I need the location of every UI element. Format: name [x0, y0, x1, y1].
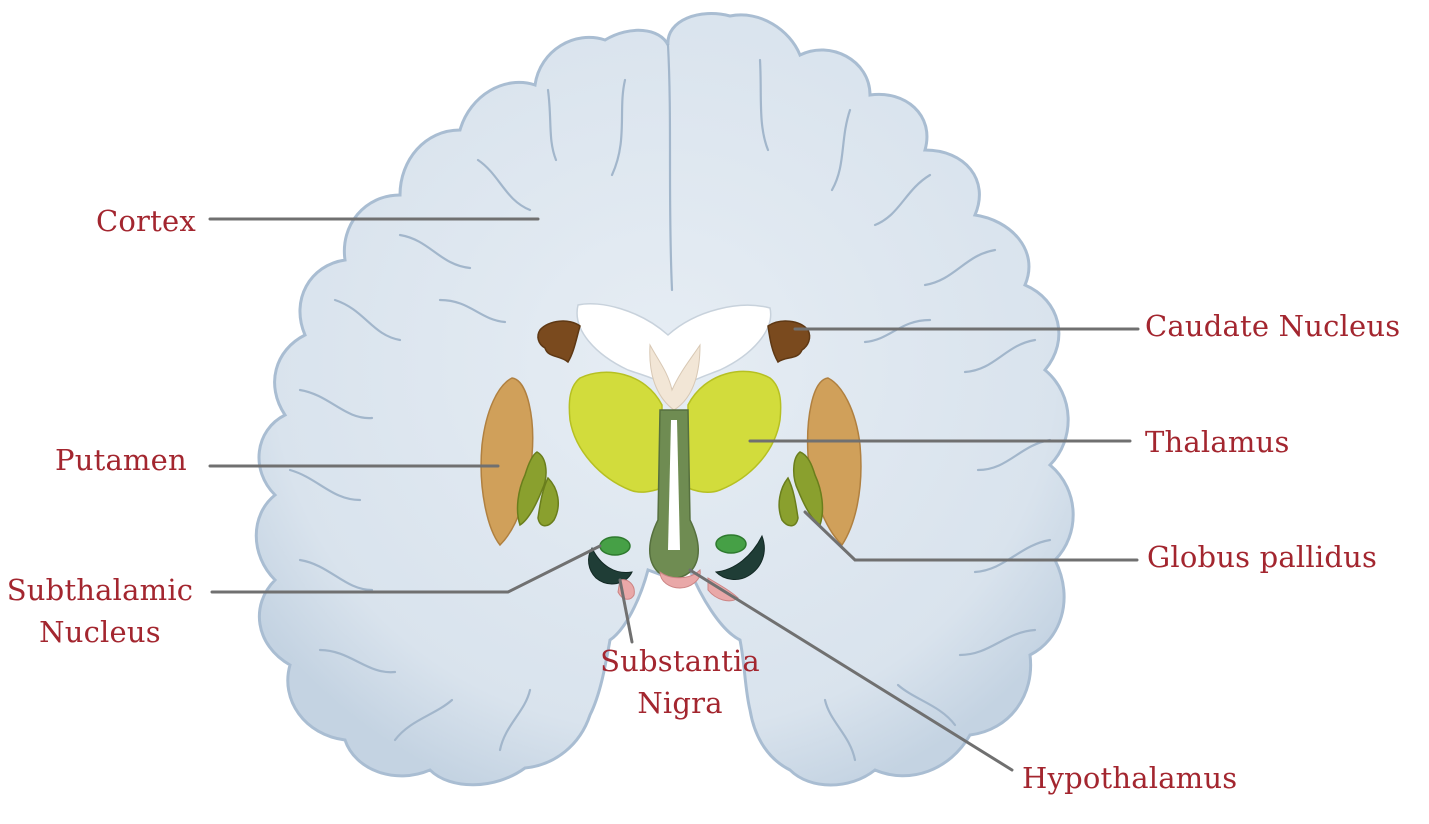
subthalamic-right [715, 534, 747, 554]
label-substantia-nigra: Substantia Nigra [585, 643, 775, 721]
label-globus-pallidus: Globus pallidus [1147, 540, 1378, 574]
label-caudate-nucleus: Caudate Nucleus [1145, 309, 1401, 343]
leader-globus [803, 510, 1139, 562]
leader-subthalamic [210, 544, 602, 594]
third-ventricle-top [649, 343, 701, 411]
label-thalamus: Thalamus [1145, 425, 1290, 459]
label-subthalamic-line1: Subthalamic [6, 573, 194, 607]
thalamus-left [568, 371, 663, 493]
leader-lines [208, 217, 1140, 772]
leader-hypothalamus [688, 568, 1014, 772]
label-subthalamic-line2: Nucleus [39, 615, 161, 649]
label-hypothalamus: Hypothalamus [1022, 761, 1238, 795]
label-cortex: Cortex [96, 204, 196, 238]
leader-substantia [618, 578, 634, 644]
caudate-left [537, 320, 581, 364]
thalamus-right [687, 370, 782, 493]
substantia-nigra-left [588, 546, 633, 585]
label-substantia-line1: Substantia [600, 644, 760, 678]
label-substantia-line2: Nigra [637, 686, 723, 720]
third-ventricle [668, 420, 680, 550]
cortex-sulci [288, 43, 1052, 762]
globus-pallidus-left [516, 451, 560, 527]
subthalamic-left [599, 536, 631, 556]
hypothalamus-center [659, 568, 701, 589]
substantia-nigra-right [714, 534, 765, 580]
lateral-ventricles [576, 303, 772, 393]
label-subthalamic-nucleus: Subthalamic Nucleus [0, 572, 200, 650]
caudate-right [767, 320, 811, 364]
label-putamen: Putamen [55, 443, 187, 477]
